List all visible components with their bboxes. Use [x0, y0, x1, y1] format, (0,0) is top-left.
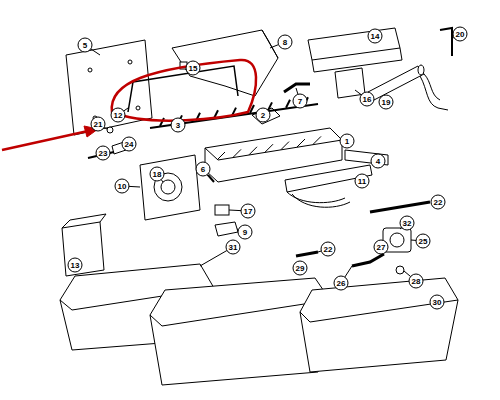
callout-number: 21: [94, 120, 103, 129]
leader-line: [229, 210, 241, 212]
callout-ring: [430, 295, 444, 309]
callout-ring: [374, 240, 388, 254]
callout-ring: [115, 179, 129, 193]
callout-ring: [321, 242, 335, 256]
mounting-plate: [66, 40, 152, 135]
bracket: [172, 30, 278, 96]
rod: [370, 202, 430, 212]
callout-number: 6: [201, 165, 205, 174]
callout-number: 1: [345, 137, 349, 146]
callout-number: 26: [337, 279, 346, 288]
mold-heater: [285, 165, 372, 192]
l-rod: [440, 28, 452, 56]
callout-ring: [293, 261, 307, 275]
callout-ring: [91, 117, 105, 131]
callout-number: 22: [434, 198, 443, 207]
leader-line: [270, 45, 279, 48]
callout-number: 4: [376, 157, 380, 166]
callout-ring: [111, 108, 125, 122]
highlight-ellipse: [112, 60, 256, 121]
leader-line: [200, 250, 227, 266]
callout-ring: [431, 195, 445, 209]
callout-number: 24: [125, 140, 134, 149]
callout-ring: [241, 204, 255, 218]
callout-number: 20: [456, 30, 465, 39]
callout-ring: [256, 108, 270, 122]
leader-line: [411, 240, 416, 241]
callout-number: 19: [382, 98, 391, 107]
callout-ring: [416, 234, 430, 248]
callout-number: 15: [189, 64, 198, 73]
heater-tube: [368, 66, 424, 100]
callout-number: 8: [283, 38, 287, 47]
callout-ring: [379, 95, 393, 109]
callout-number: 23: [99, 149, 108, 158]
callout-ring: [371, 154, 385, 168]
callout-number: 9: [243, 228, 247, 237]
callout-number: 12: [114, 111, 123, 120]
callout-ring: [409, 274, 423, 288]
callout-ring: [360, 92, 374, 106]
callout-ring: [278, 35, 292, 49]
callout-ring: [196, 162, 210, 176]
fill-cup: [308, 28, 400, 60]
callout-number: 27: [377, 243, 386, 252]
callout-number: 30: [433, 298, 442, 307]
callout-number: 3: [176, 121, 180, 130]
callout-ring: [355, 174, 369, 188]
callout-ring: [122, 137, 136, 151]
callout-ring: [186, 61, 200, 75]
callout-ring: [293, 94, 307, 108]
callout-number: 5: [83, 41, 87, 50]
leader-line: [355, 90, 361, 95]
leader-line: [345, 266, 352, 277]
callout-ring: [340, 134, 354, 148]
control-box: [140, 155, 200, 220]
leader-line: [91, 49, 100, 55]
callout-number: 17: [244, 207, 253, 216]
ice-bin-30: [300, 278, 458, 372]
callout-ring: [68, 258, 82, 272]
callout-number: 10: [118, 182, 127, 191]
callout-number: 16: [363, 95, 372, 104]
callout-number: 31: [229, 243, 238, 252]
leader-line: [129, 186, 140, 188]
callout-number: 22: [324, 245, 333, 254]
shutoff-arm: [128, 66, 238, 112]
callout-ring: [226, 240, 240, 254]
callout-number: 32: [403, 219, 412, 228]
callout-number: 2: [261, 111, 265, 120]
callout-ring: [171, 118, 185, 132]
callout-ring: [400, 216, 414, 230]
callout-ring: [150, 167, 164, 181]
callout-ring: [78, 38, 92, 52]
insulation-pad: [335, 68, 365, 98]
leader-line: [124, 108, 128, 111]
callout-number: 25: [419, 237, 428, 246]
callout-ring: [368, 29, 382, 43]
callout-number: 18: [153, 170, 162, 179]
callout-number: 11: [358, 177, 366, 186]
callout-number: 14: [371, 32, 380, 41]
pointer-arrow: [2, 131, 88, 150]
callout-number: 13: [71, 261, 80, 270]
leader-line: [404, 271, 411, 277]
callout-ring: [334, 276, 348, 290]
callout-ring: [453, 27, 467, 41]
leader-line: [296, 88, 298, 94]
callout-number: 28: [412, 277, 421, 286]
callout-ring: [238, 225, 252, 239]
callout-number: 7: [298, 97, 302, 106]
callout-ring: [96, 146, 110, 160]
callout-number: 29: [296, 264, 305, 273]
cover: [62, 222, 104, 276]
